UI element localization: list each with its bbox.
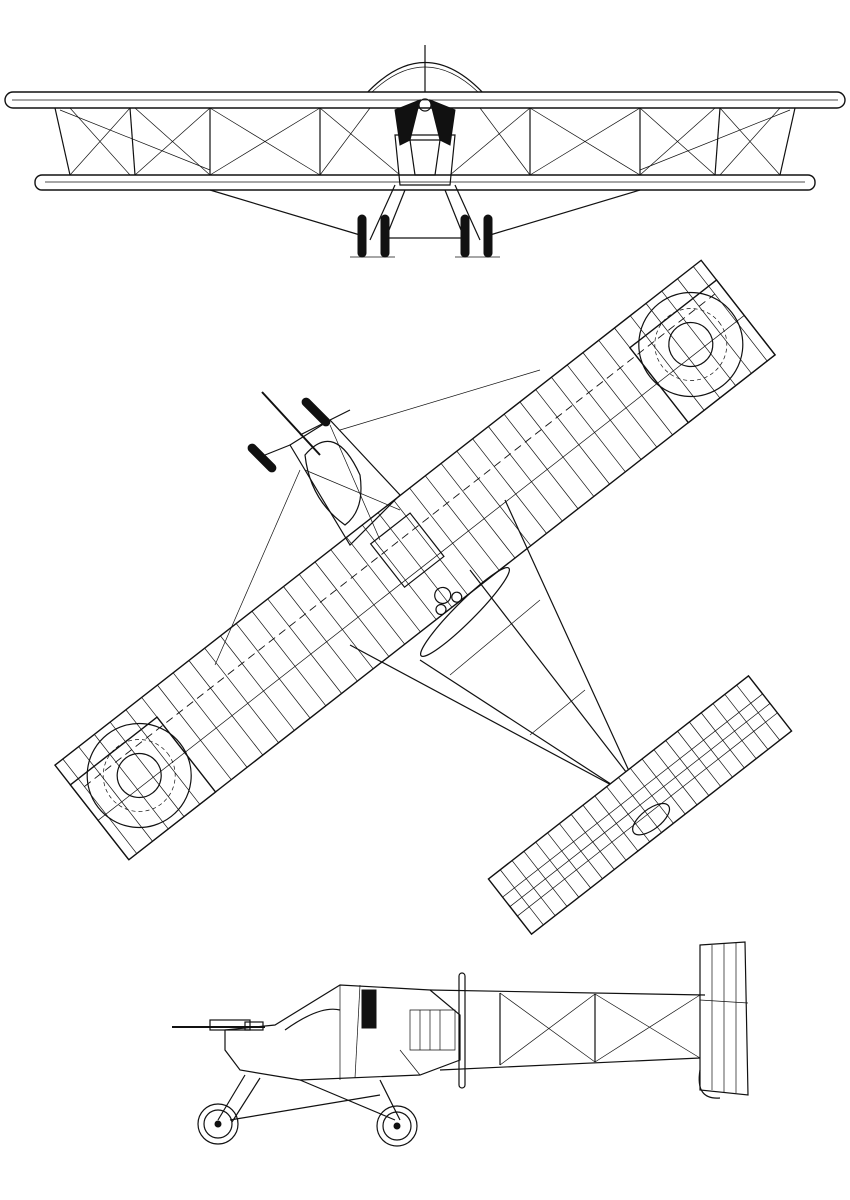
wing-rib xyxy=(78,746,153,842)
wing-rib xyxy=(220,635,295,731)
wing-rib xyxy=(157,684,232,780)
nacelle-side xyxy=(224,984,461,1081)
wing-rib xyxy=(582,352,658,448)
tailplane-top xyxy=(487,674,793,936)
wing-rib xyxy=(346,537,421,633)
side-wheels xyxy=(197,1103,418,1147)
top-wheels xyxy=(247,397,331,473)
wing-rib xyxy=(519,401,595,497)
wing-rib xyxy=(488,426,563,522)
wing-rib xyxy=(614,327,689,423)
wing-rib xyxy=(598,340,673,436)
wing-rib xyxy=(283,586,358,682)
wing-rib xyxy=(141,697,216,793)
wing-rib xyxy=(188,660,264,756)
wing-rib xyxy=(298,574,374,670)
wing-rib xyxy=(204,647,279,743)
wing-rib xyxy=(109,721,185,817)
roundel-right xyxy=(638,291,744,398)
wing-rib xyxy=(440,463,516,559)
wing-rib xyxy=(172,672,248,768)
wing-rib xyxy=(645,303,721,399)
wing-rib xyxy=(425,475,500,571)
front-wheels xyxy=(357,214,493,258)
front-view xyxy=(4,45,846,258)
wing-rib xyxy=(251,611,327,707)
wing-rib xyxy=(535,389,610,485)
wing-rib xyxy=(566,364,642,460)
wing-rib xyxy=(677,278,752,374)
wing-rib xyxy=(472,438,547,534)
wing-rib xyxy=(629,315,705,411)
rudder xyxy=(699,941,749,1096)
wing-rib xyxy=(330,549,405,645)
wing-rib xyxy=(62,758,138,854)
wing-rib xyxy=(125,709,201,805)
wing-rib xyxy=(267,598,342,694)
wing-rib xyxy=(235,623,311,719)
roundel-left xyxy=(86,722,192,829)
wing-rib xyxy=(314,561,390,657)
top-view xyxy=(53,259,793,936)
wing-rib xyxy=(692,266,768,362)
wing-rib xyxy=(661,290,736,386)
wing-rib xyxy=(503,413,579,509)
wing-rib xyxy=(551,377,626,473)
wing-rib xyxy=(94,734,169,830)
wing-rib xyxy=(409,487,484,583)
main-wing-planform xyxy=(53,259,777,861)
